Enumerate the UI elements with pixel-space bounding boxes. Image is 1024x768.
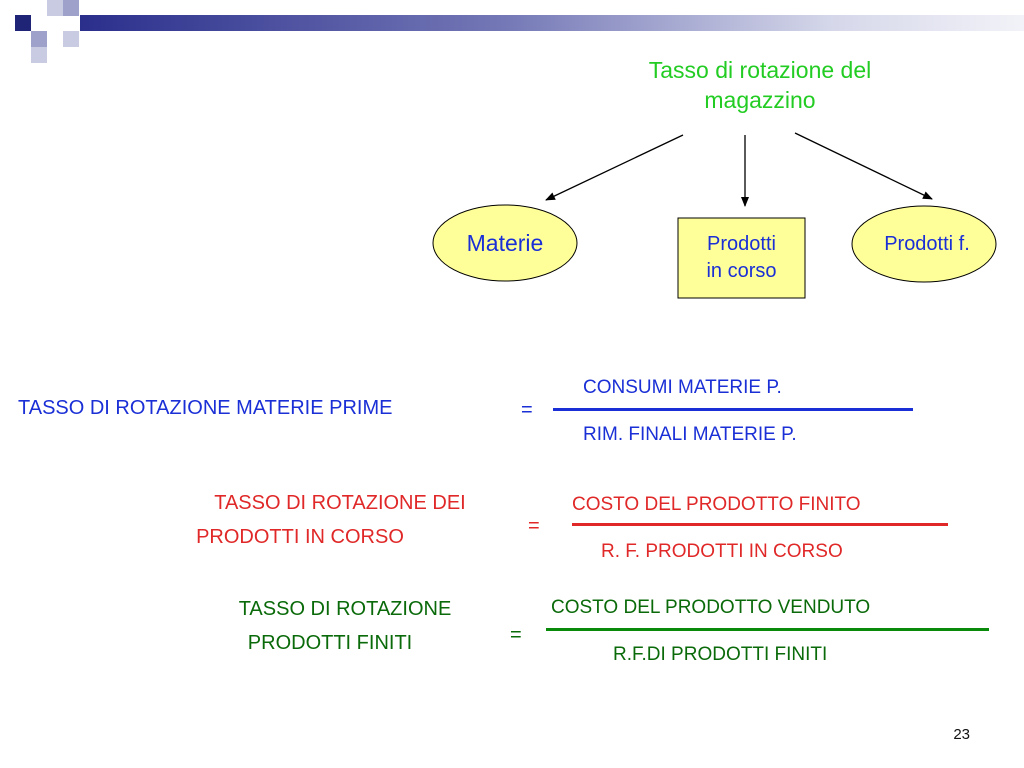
- formula-denominator: R.F.DI PRODOTTI FINITI: [613, 644, 828, 665]
- node-prodotti-in-corso-label: Prodotti in corso: [678, 228, 805, 288]
- node-materie-shape: [432, 204, 578, 282]
- node-prodotti-f-shape: [851, 205, 997, 283]
- formula-numerator: CONSUMI MATERIE P.: [583, 377, 782, 398]
- header-square: [15, 15, 31, 31]
- formula-label: TASSO DI ROTAZIONE DEI: [160, 486, 520, 520]
- header-square: [63, 0, 79, 16]
- header-gradient-bar: [80, 15, 1024, 31]
- fraction-line: [553, 408, 913, 411]
- header-square: [31, 47, 47, 63]
- diagram-title: Tasso di rotazione del magazzino: [648, 57, 872, 113]
- node-materie-label: Materie: [466, 229, 544, 256]
- fraction-line: [572, 523, 948, 526]
- formula-label-line: PRODOTTI IN CORSO: [196, 526, 404, 548]
- formula-numerator: COSTO DEL PRODOTTO VENDUTO: [551, 597, 871, 618]
- formula-numerator: COSTO DEL PRODOTTO FINITO: [572, 494, 861, 515]
- node-prodotti-f-label: Prodotti f.: [884, 232, 970, 255]
- node-label-line: in corso: [706, 260, 777, 282]
- arrow-to-prodotti-f: [794, 132, 933, 200]
- formula-label: PRODOTTI IN CORSO: [160, 520, 520, 554]
- formula-label: TASSO DI ROTAZIONE MATERIE PRIME: [18, 397, 393, 419]
- formula-label-line: TASSO DI ROTAZIONE DEI: [214, 492, 466, 514]
- header-square: [47, 0, 63, 16]
- equals-sign: =: [528, 515, 540, 537]
- formula-label-line: TASSO DI ROTAZIONE: [238, 598, 452, 620]
- formula-label-line: PRODOTTI FINITI: [247, 632, 413, 654]
- node-prodotti-in-corso-shape: [677, 217, 806, 299]
- formula-label: PRODOTTI FINITI: [170, 626, 520, 660]
- equals-sign: =: [521, 399, 533, 421]
- formula-denominator: R. F. PRODOTTI IN CORSO: [601, 541, 843, 562]
- node-label-line: Prodotti: [707, 233, 776, 255]
- equals-sign: =: [510, 624, 522, 646]
- header-square: [31, 31, 47, 47]
- header-square: [63, 31, 79, 47]
- arrow-to-materie: [545, 134, 684, 201]
- formula-label: TASSO DI ROTAZIONE: [170, 592, 520, 626]
- page-number: 23: [953, 726, 970, 743]
- formula-denominator: RIM. FINALI MATERIE P.: [583, 424, 797, 445]
- fraction-line: [546, 628, 989, 631]
